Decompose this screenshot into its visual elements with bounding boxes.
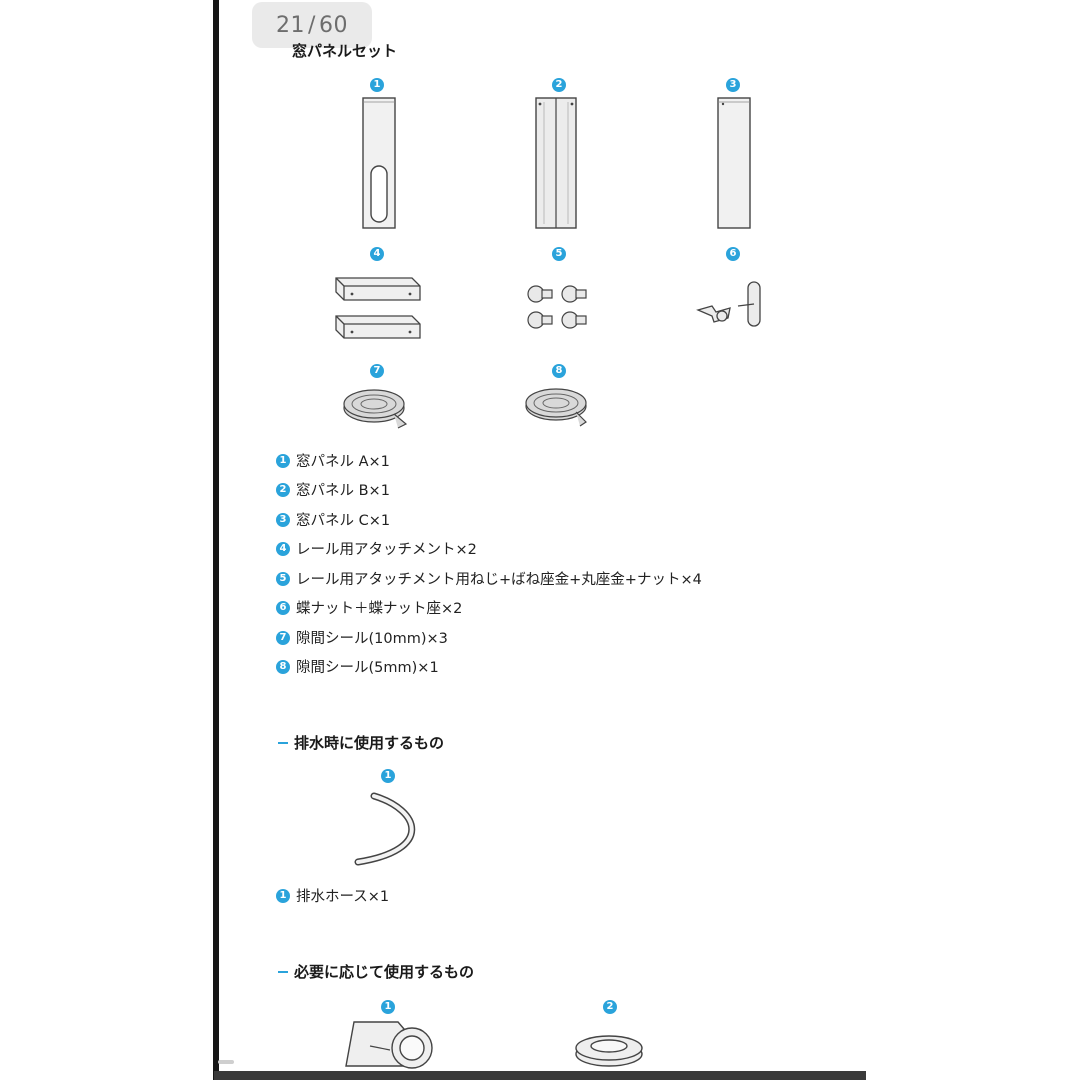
list-item-text: 窓パネル C×1 (296, 513, 391, 529)
section-title-as-needed: 必要に応じて使用するもの (278, 961, 474, 982)
list-item: 7 隙間シール(10mm)×3 (276, 627, 448, 648)
list-item-text: 隙間シール(10mm)×3 (296, 631, 448, 647)
butterfly-nut-illustration (696, 281, 761, 327)
left-margin (0, 0, 214, 1080)
part-number-badge: 5 (552, 247, 566, 261)
part-number-badge: 1 (370, 78, 384, 92)
list-item: 6 蝶ナット＋蝶ナット座×2 (276, 597, 462, 618)
part-number-badge: 2 (603, 1000, 617, 1014)
part-number-badge: 1 (276, 888, 290, 903)
section-dash (278, 741, 288, 744)
gap-seal-5mm-illustration (525, 388, 587, 427)
drain-hose-illustration (354, 792, 416, 866)
window-adapter-illustration (345, 1021, 433, 1069)
part-number-badge: 8 (276, 659, 290, 674)
round-cap-illustration (575, 1035, 643, 1067)
list-item: 1 窓パネル A×1 (276, 450, 390, 471)
page-divider (213, 0, 219, 1080)
part-number-badge: 6 (726, 247, 740, 261)
list-item: 8 隙間シール(5mm)×1 (276, 656, 439, 677)
section-dash (278, 970, 288, 973)
part-number-badge: 4 (370, 247, 384, 261)
list-item: 4 レール用アタッチメント×2 (276, 538, 477, 559)
part-number-badge: 3 (726, 78, 740, 92)
part-number-badge: 1 (381, 769, 395, 783)
list-item: 1 排水ホース×1 (276, 885, 389, 906)
page-counter: 21 / 60 (252, 2, 372, 48)
list-item: 5 レール用アタッチメント用ねじ+ばね座金+丸座金+ナット×4 (276, 568, 702, 589)
part-number-badge: 5 (276, 571, 290, 586)
scroll-indicator[interactable] (218, 1060, 234, 1064)
section-title-window-panel: 窓パネルセット (292, 42, 398, 60)
rail-attachment-illustration (335, 277, 421, 339)
list-item: 3 窓パネル C×1 (276, 509, 390, 530)
part-number-badge: 1 (276, 453, 290, 468)
screw-set-illustration (527, 285, 587, 329)
window-panel-a-illustration (362, 97, 396, 229)
window-panel-c-illustration (717, 97, 751, 229)
bottom-bar (214, 1071, 866, 1080)
part-number-badge: 7 (276, 630, 290, 645)
part-number-badge: 3 (276, 512, 290, 527)
part-number-badge: 7 (370, 364, 384, 378)
part-number-badge: 8 (552, 364, 566, 378)
part-number-badge: 6 (276, 600, 290, 615)
list-item-text: 隙間シール(5mm)×1 (296, 660, 439, 676)
list-item-text: 窓パネル A×1 (296, 454, 390, 470)
list-item-text: レール用アタッチメント×2 (296, 542, 477, 558)
part-number-badge: 2 (276, 482, 290, 497)
list-item-text: 蝶ナット＋蝶ナット座×2 (296, 601, 463, 617)
part-number-badge: 2 (552, 78, 566, 92)
part-number-badge: 1 (381, 1000, 395, 1014)
section-title-drainage: 排水時に使用するもの (278, 732, 444, 753)
list-item-text: 排水ホース×1 (296, 889, 390, 905)
list-item-text: 窓パネル B×1 (296, 483, 390, 499)
gap-seal-10mm-illustration (343, 389, 408, 429)
page-separator: / (308, 12, 316, 38)
list-item-text: レール用アタッチメント用ねじ+ばね座金+丸座金+ナット×4 (296, 572, 702, 588)
page-total: 60 (318, 12, 348, 38)
part-number-badge: 4 (276, 541, 290, 556)
list-item: 2 窓パネル B×1 (276, 479, 390, 500)
window-panel-b-illustration (535, 97, 577, 229)
page-current: 21 (276, 12, 306, 38)
